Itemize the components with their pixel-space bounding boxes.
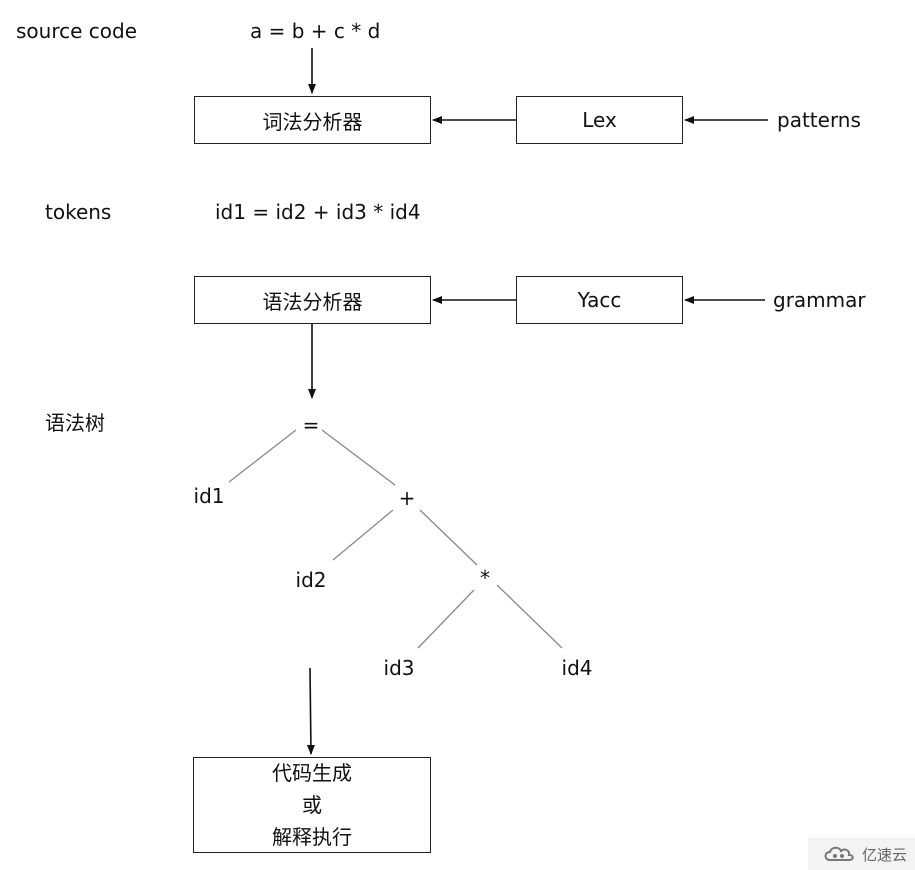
arrow-tree-to-codegen [306, 667, 315, 755]
watermark: 亿速云 [808, 838, 915, 870]
yacc-box-label: Yacc [577, 288, 622, 312]
tree-node-id2: id2 [295, 568, 327, 592]
lex-box-label: Lex [582, 108, 617, 132]
tree-edge-star-id3 [417, 589, 475, 649]
tree-edge-star-id4 [496, 584, 563, 649]
source-expression: a = b + c * d [250, 19, 381, 43]
tree-edge-root-id1 [228, 429, 297, 483]
lexer-box: 词法分析器 [194, 96, 431, 144]
syntax-tree-label: 语法树 [45, 411, 105, 435]
codegen-line-1: 代码生成 [272, 761, 352, 785]
tree-node-root: = [302, 413, 320, 437]
patterns-label: patterns [777, 108, 861, 132]
tree-node-id4: id4 [561, 656, 593, 680]
tree-node-id1: id1 [193, 484, 225, 508]
tree-edge-plus-star [419, 509, 478, 566]
tree-node-id3: id3 [383, 656, 415, 680]
tokens-expression: id1 = id2 + id3 * id4 [215, 200, 421, 224]
watermark-label: 亿速云 [862, 845, 908, 864]
codegen-line-3: 解释执行 [272, 825, 352, 849]
yacc-box: Yacc [516, 276, 683, 324]
tokens-label: tokens [45, 200, 112, 224]
tree-edge-plus-id2 [332, 509, 394, 561]
tree-node-star: * [480, 566, 490, 590]
parser-box-label: 语法分析器 [262, 289, 363, 314]
lex-box: Lex [516, 96, 683, 144]
tree-edge-root-plus [321, 429, 396, 486]
tree-node-plus: + [398, 486, 416, 510]
codegen-box: 代码生成 或 解释执行 [193, 757, 431, 853]
codegen-line-2: 或 [302, 793, 322, 817]
lexer-box-label: 词法分析器 [262, 109, 363, 134]
source-code-label: source code [16, 19, 138, 43]
grammar-label: grammar [773, 288, 866, 312]
parser-box: 语法分析器 [194, 276, 431, 324]
cloud-logo-icon [824, 846, 854, 861]
